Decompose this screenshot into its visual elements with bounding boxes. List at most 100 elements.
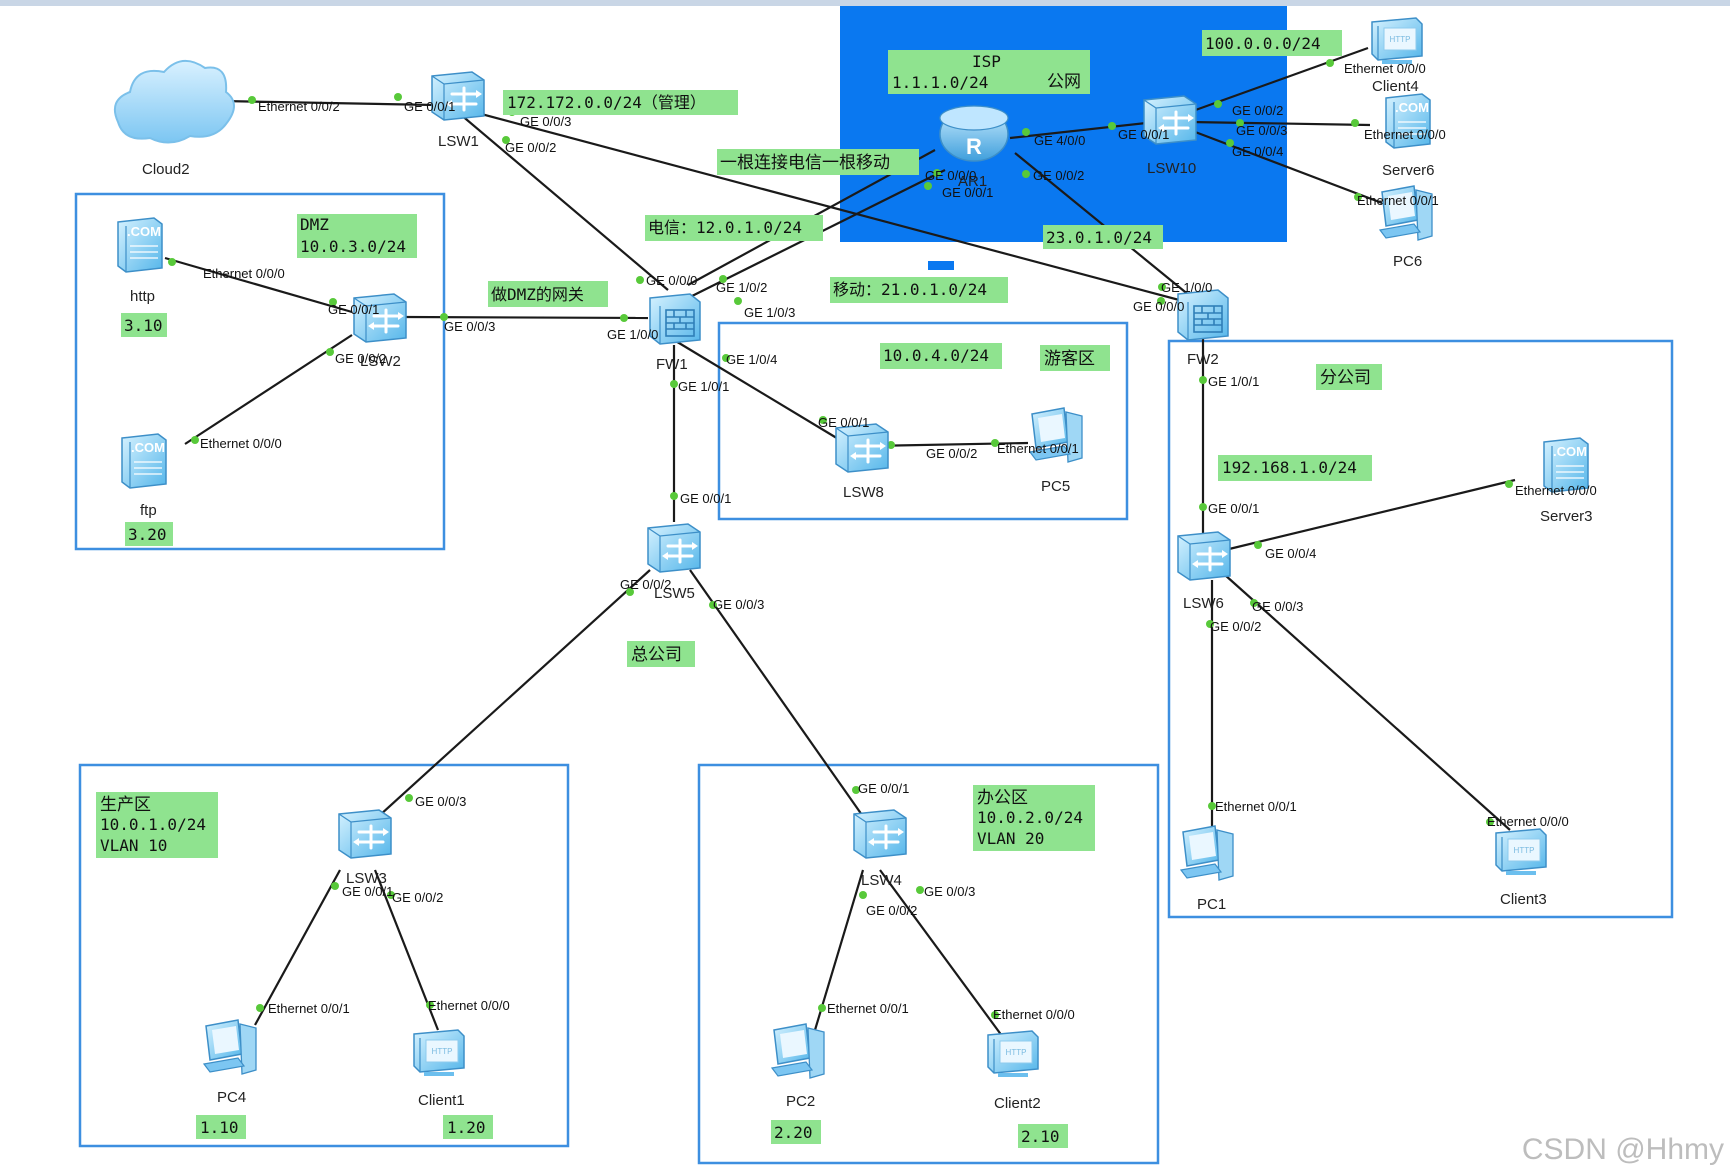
lsw8-label: LSW8 [843,484,884,501]
pc2[interactable]: PC2 [771,1023,825,1110]
port-fw2-ge101: GE 1/0/1 [1208,374,1259,389]
client1-label: Client1 [418,1092,465,1109]
net-100-label: 100.0.0.0/24 [1205,34,1321,53]
cloud2[interactable]: Cloud2 [114,60,235,178]
lsw8[interactable]: LSW8 [834,422,890,501]
office-title: 办公区 [977,788,1028,808]
port-fw1-ge102: GE 1/0/2 [716,280,767,295]
cloud2-label: Cloud2 [142,161,190,178]
fw2-label: FW2 [1187,351,1219,368]
fw1[interactable]: FW1 [649,293,701,373]
port-dots [168,59,1513,1019]
port-fw1-ge000: GE 0/0/0 [646,273,697,288]
isp-region-tab [928,261,954,270]
port-cloud2-e002: Ethernet 0/0/2 [258,99,340,114]
port-lsw1-ge002: GE 0/0/2 [505,140,556,155]
port-lsw4-ge002: GE 0/0/2 [866,903,917,918]
branch-label: 分公司 [1320,368,1371,388]
client3[interactable]: Client3 [1495,828,1547,908]
pc4[interactable]: PC4 [203,1019,257,1106]
pc1-label: PC1 [1197,896,1226,913]
port-fw1-ge101: GE 1/0/1 [678,379,729,394]
pc1[interactable]: PC1 [1180,825,1234,913]
label-boxes [96,30,1382,1148]
client4[interactable]: Client4 [1371,17,1423,95]
ip-http: 3.10 [124,316,163,335]
server6[interactable]: Server6 [1382,93,1435,179]
pc5-label: PC5 [1041,478,1070,495]
pc5[interactable]: PC5 [1029,407,1083,495]
port-pc1-e001: Ethernet 0/0/1 [1215,799,1297,814]
port-lsw4-ge001: GE 0/0/1 [858,781,909,796]
server3[interactable]: Server3 [1540,437,1593,525]
guest-zone-label: 游客区 [1044,349,1095,369]
ip-client1: 1.20 [447,1118,486,1137]
port-server3-e000: Ethernet 0/0/0 [1515,483,1597,498]
port-pc5-e001: Ethernet 0/0/1 [997,441,1079,456]
port-lsw2-ge001: GE 0/0/1 [328,302,379,317]
lsw3[interactable]: LSW3 [337,808,393,887]
dmz-net: 10.0.3.0/24 [300,237,406,256]
lsw5[interactable]: LSW5 [646,522,702,602]
lsw10[interactable]: LSW10 [1142,94,1198,177]
isp-public-label: 公网 [1047,72,1081,92]
lsw1[interactable]: LSW1 [430,70,486,150]
lsw5-label: LSW5 [654,585,695,602]
ftp-server[interactable]: ftp [121,433,167,519]
ftp-label: ftp [140,502,157,519]
lsw2[interactable]: LSW2 [352,292,408,370]
net-172-label: 172.172.0.0/24（管理） [507,93,706,112]
port-lsw6-ge002: GE 0/0/2 [1210,619,1261,634]
port-lsw3-ge002: GE 0/0/2 [392,890,443,905]
pc2-label: PC2 [786,1093,815,1110]
client4-label: Client4 [1372,78,1419,95]
net-23-label: 23.0.1.0/24 [1046,228,1152,247]
prod-net: 10.0.1.0/24 [100,815,206,834]
ip-pc4: 1.10 [200,1118,239,1137]
port-lsw5-ge003: GE 0/0/3 [713,597,764,612]
isp-title: ISP [972,52,1001,71]
pc6-label: PC6 [1393,253,1422,270]
lsw1-label: LSW1 [438,133,479,150]
port-ar1-ge000: GE 0/0/0 [925,168,976,183]
lsw6-label: LSW6 [1183,595,1224,612]
ip-ftp: 3.20 [128,525,167,544]
lsw4[interactable]: LSW4 [852,808,908,889]
window-top-bar [0,0,1730,6]
ip-pc2: 2.20 [774,1123,813,1142]
lsw2-label: LSW2 [360,353,401,370]
dmz-title: DMZ [300,215,329,234]
prod-vlan: VLAN 10 [100,836,167,855]
fw2[interactable]: FW2 [1177,289,1229,368]
port-lsw6-ge004: GE 0/0/4 [1265,546,1316,561]
production-zone-frame [78,763,570,1148]
client2[interactable]: Client2 [987,1030,1041,1112]
telecom-mobile-note: 一根连接电信一根移动 [720,153,890,173]
port-lsw8-ge002: GE 0/0/2 [926,446,977,461]
server6-label: Server6 [1382,162,1435,179]
lsw10-label: LSW10 [1147,160,1196,177]
branch-zone-frame [1167,339,1674,919]
pc4-label: PC4 [217,1089,246,1106]
port-pc6-e001: Ethernet 0/0/1 [1357,193,1439,208]
pc6[interactable]: PC6 [1379,185,1433,270]
port-lsw2-ge003: GE 0/0/3 [444,319,495,334]
ip-client2: 2.10 [1021,1127,1060,1146]
dmz-zone-frame [74,192,446,551]
port-lsw10-ge003: GE 0/0/3 [1236,123,1287,138]
watermark: CSDN @Hhmy [1521,1133,1724,1166]
port-lsw4-ge003: GE 0/0/3 [924,884,975,899]
client1[interactable]: Client1 [413,1029,465,1109]
port-ar1-ge002: GE 0/0/2 [1033,168,1084,183]
http-server[interactable]: http [117,217,163,305]
office-vlan: VLAN 20 [977,829,1044,848]
fw1-label: FW1 [656,356,688,373]
isp-net: 1.1.1.0/24 [892,73,988,92]
lsw6[interactable]: LSW6 [1176,530,1232,612]
port-lsw2-ge002: GE 0/0/2 [335,351,386,366]
svg-text:R: R [966,134,982,159]
ar1[interactable]: R AR1 [939,105,1009,190]
port-server6-e000: Ethernet 0/0/0 [1364,127,1446,142]
port-lsw1-ge003: GE 0/0/3 [520,114,571,129]
